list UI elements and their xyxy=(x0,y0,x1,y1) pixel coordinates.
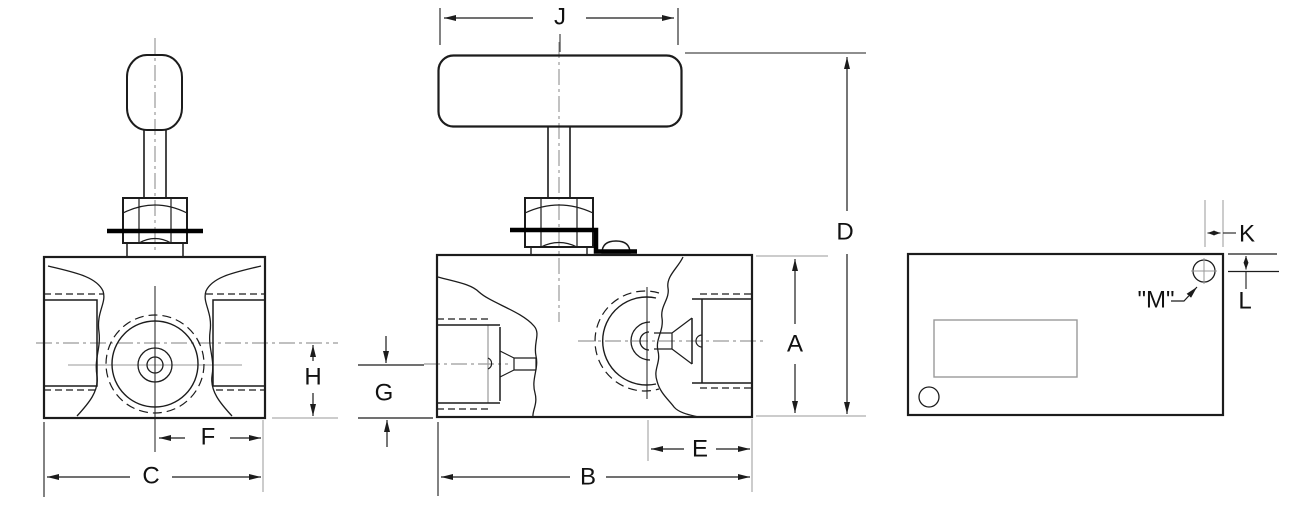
chamber-thread-dashed-arc xyxy=(594,290,660,392)
dim-label-c: C xyxy=(142,463,159,490)
dim-label-l: L xyxy=(1238,288,1251,315)
dim-label-b: B xyxy=(580,464,596,491)
dim-label-h: H xyxy=(304,364,321,391)
outlet-drill-point-arc xyxy=(695,334,703,348)
side-view xyxy=(424,8,866,496)
dimension-labels: J D A E B H F C G K L "M" xyxy=(142,4,1255,491)
panel-bracket xyxy=(510,227,637,254)
mounting-face-outline xyxy=(906,252,1225,417)
casting-break-line-right xyxy=(204,265,262,417)
needle-tip-arc xyxy=(639,331,650,351)
thread-hidden-lines xyxy=(44,293,265,391)
dim-label-k: K xyxy=(1239,221,1255,248)
dim-l-lines xyxy=(1228,253,1279,273)
corner-hole-circle xyxy=(918,386,940,408)
dim-label-e: E xyxy=(692,436,708,463)
dim-g-lines xyxy=(358,364,433,419)
hex-nut-facets xyxy=(122,198,188,244)
handle-knob xyxy=(126,54,183,131)
end-view-extension-lines xyxy=(262,417,338,492)
side-view-dimensions xyxy=(437,8,866,496)
side-view-hidden-lines xyxy=(437,290,752,410)
dim-label-f: F xyxy=(201,424,216,451)
stop-pin-dome xyxy=(601,240,631,254)
needle-stem-and-taper xyxy=(654,317,693,365)
bottom-view xyxy=(906,200,1279,417)
handle-bar xyxy=(437,54,683,128)
panel-bracket-line xyxy=(510,227,637,254)
inlet-drill-point-arc xyxy=(487,357,493,370)
dim-label-j: J xyxy=(554,4,566,31)
outlet-port-lines xyxy=(691,298,752,384)
dim-k-extensions xyxy=(1204,200,1224,247)
casting-break-line-left xyxy=(47,265,105,417)
casting-break-line-left xyxy=(437,276,538,418)
dim-label-d: D xyxy=(836,219,853,246)
end-view-hidden-lines xyxy=(44,293,265,414)
side-view-extension-lines xyxy=(647,255,866,492)
thread-hidden-lines xyxy=(437,293,752,410)
end-view-dimensions xyxy=(43,336,433,497)
dim-label-m: "M" xyxy=(1137,287,1174,314)
valve-body-outline xyxy=(435,253,754,419)
side-view-centerlines xyxy=(424,42,765,403)
thread-circle-dashed xyxy=(105,314,205,414)
side-view-outline xyxy=(435,34,754,419)
handle-stem xyxy=(547,127,571,198)
handle-stem xyxy=(143,130,167,198)
hole-m-leader-arrow xyxy=(1171,286,1198,302)
dim-j-extensions xyxy=(439,8,679,45)
dim-label-a: A xyxy=(787,331,803,358)
port-openings xyxy=(44,299,265,387)
hex-nut-facets xyxy=(524,198,594,248)
bottom-view-dimensions xyxy=(1171,230,1279,302)
nameplate-slot xyxy=(933,319,1078,378)
needle-chamber-arc xyxy=(602,296,657,386)
mounting-hole-centermark xyxy=(1191,258,1217,284)
bottom-view-outline xyxy=(906,252,1225,417)
seat-orifice xyxy=(499,350,537,378)
end-view xyxy=(36,38,433,497)
dim-label-g: G xyxy=(375,380,394,407)
casting-break-line-right xyxy=(655,256,699,418)
bonnet-bushing xyxy=(126,242,184,258)
needle-boss-arc xyxy=(630,321,651,361)
end-view-outline xyxy=(42,54,267,452)
inlet-port-lines xyxy=(437,324,501,404)
bottom-view-gray-lines xyxy=(933,200,1224,378)
